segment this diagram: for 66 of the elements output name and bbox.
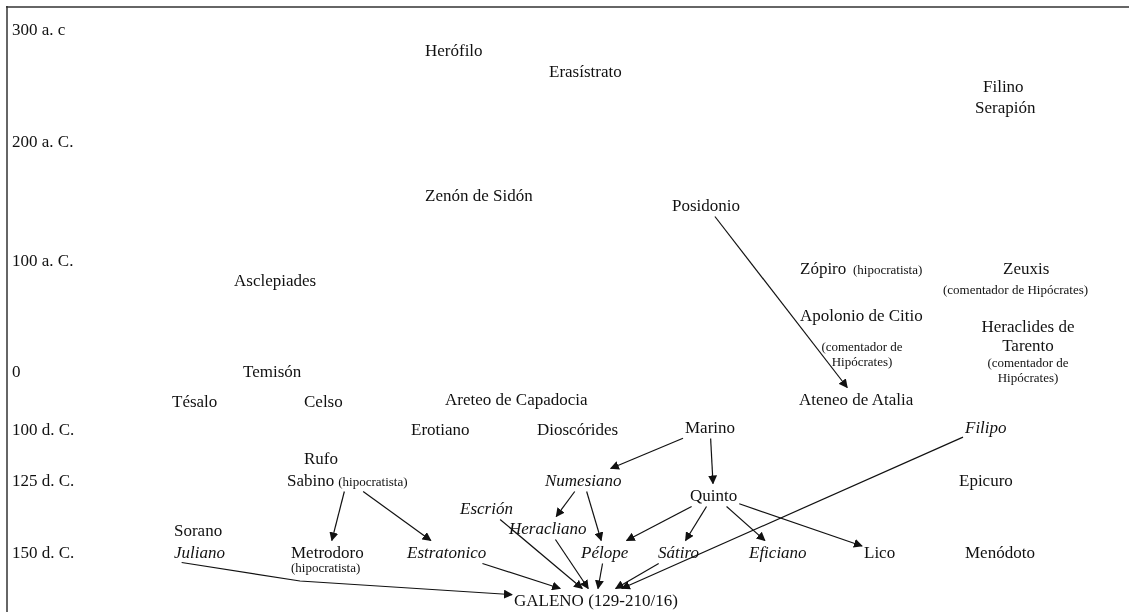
arrow [595,562,604,590]
name-label: Zópiro [800,258,847,278]
time-tick-label: 0 [12,361,21,381]
name-label: Tésalo [172,391,218,411]
arrow [738,503,863,548]
name-label: Apolonio de Citio [800,305,923,325]
name-label: Juliano [174,542,225,562]
time-tick-label: 200 a. C. [12,131,74,151]
name-label: (comentador de Hipócrates) [820,338,904,369]
arrow [684,505,708,542]
name-label: Lico [864,542,896,562]
time-tick-label: 150 d. C. [12,542,75,562]
arrow [625,505,693,542]
arrow [586,490,604,542]
name-label: Asclepiades [234,270,317,290]
name-label: Escrión [460,498,513,518]
name-label: (hipocratista) [853,261,923,277]
name-label: Heraclides de Tarento [980,316,1076,355]
name-label: GALENO (129-210/16) [514,590,678,610]
time-tick-label: 100 d. C. [12,419,75,439]
time-tick-label: 125 d. C. [12,470,75,490]
name-label: Herófilo [425,40,483,60]
name-label: Areteo de Capadocia [445,389,588,409]
name-label: Erasístrato [549,61,622,81]
name-label: Dioscórides [537,419,619,439]
arrow [725,505,766,542]
name-label: Eficiano [749,542,807,562]
name-label: Marino [685,417,736,437]
time-tick-label: 100 a. C. [12,250,74,270]
arrow [362,490,432,542]
name-label: Zenón de Sidón [425,185,533,205]
name-label: Sátiro [658,542,699,562]
arrow [708,437,718,485]
name-label: Pélope [581,542,629,562]
arrow [481,562,561,591]
arrow [621,436,964,590]
time-tick-label: 300 a. c [12,19,66,39]
name-label: Sorano [174,520,223,540]
name-label: Estratonico [407,542,487,562]
name-label: Celso [304,391,343,411]
name-label: Menódoto [965,542,1035,562]
name-label: Ateneo de Atalia [799,389,914,409]
name-label: Epicuro [959,470,1013,490]
name-label: Temisón [243,361,302,381]
arrow [499,518,583,590]
arrow [714,215,848,389]
arrow [555,490,576,518]
name-label: Sabino [287,470,335,490]
arrow [329,490,345,542]
name-label: Numesiano [545,470,622,490]
name-label: Metrodoro [291,542,364,562]
name-label: Serapión [975,97,1036,117]
name-label: Rufo [304,448,338,468]
name-label: (comentador de Hipócrates) [986,354,1070,385]
arrow [554,538,589,590]
name-label: Heracliano [509,518,587,538]
name-label: Quinto [690,485,738,505]
name-label: (comentador de Hipócrates) [943,281,1089,297]
name-label: Filino [983,76,1024,96]
name-label: Zeuxis [1003,258,1050,278]
arrow [614,562,660,590]
name-label: Erotiano [411,419,470,439]
arrow [181,561,513,599]
name-label: Filipo [965,417,1007,437]
name-label: Posidonio [672,195,741,215]
arrow [609,437,684,470]
